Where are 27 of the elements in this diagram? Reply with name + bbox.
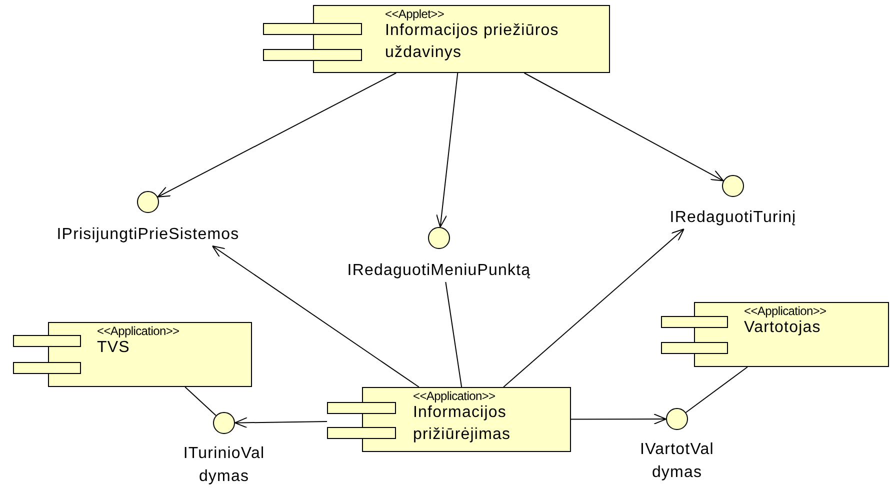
component-box [327, 387, 571, 452]
dependency-arrow [212, 246, 420, 388]
interface-label: IRedaguotiTurinį [668, 208, 798, 228]
component-name: Informacijos priežiūros uždavinys [385, 21, 560, 63]
dependency-arrow [234, 417, 328, 428]
stereotype-label: <<Application>> [744, 304, 826, 318]
interface-label: IVartotVal dymas [639, 440, 715, 483]
stereotype-label: <<Application>> [413, 389, 496, 403]
component-name: TVS [97, 338, 131, 358]
component-name: Vartotojas [744, 318, 822, 338]
stereotype-label: <<Application>> [97, 324, 180, 338]
dependency-arrow [157, 72, 397, 198]
connector-line [445, 282, 462, 388]
dependency-arrow [436, 72, 458, 228]
interface-label: ITurinioVal dymas [182, 444, 266, 487]
interface-label: IPrisijungtiPrieSistemos [56, 225, 240, 245]
component-name: Informacijos prižiūrėjimas [413, 403, 512, 445]
interface-label: IRedaguotiMeniuPunktą [346, 261, 532, 281]
component-box [661, 302, 889, 367]
dependency-arrow [524, 72, 724, 182]
dependency-arrow [570, 414, 666, 425]
component-box [13, 322, 252, 387]
connector-line [685, 366, 748, 413]
dependency-arrow [503, 228, 684, 388]
component-box [263, 5, 610, 73]
connector-line [184, 386, 216, 416]
stereotype-label: <<Applet>> [385, 7, 444, 21]
